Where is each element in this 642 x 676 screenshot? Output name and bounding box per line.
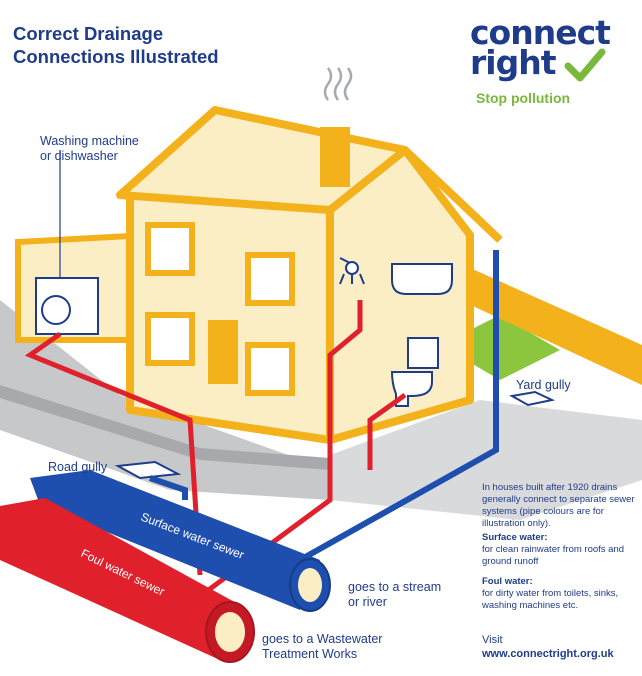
shower-icon <box>339 257 365 285</box>
stream-label-line-2: or river <box>348 595 387 609</box>
road-surface <box>0 300 330 500</box>
notes-surface-water: Surface water: for clean rainwater from … <box>482 532 642 568</box>
surface-water-text: for clean rainwater from roofs and groun… <box>482 544 625 567</box>
washing-machine-label-line-2: or dishwasher <box>40 149 118 163</box>
yard-gully-label: Yard gully <box>516 378 571 392</box>
page-title: Correct Drainage Connections Illustrated <box>13 22 313 68</box>
foul-water-text: for dirty water from toilets, sinks, was… <box>482 588 619 611</box>
notes-foul-water: Foul water: for dirty water from toilets… <box>482 576 642 612</box>
road-gully-label: Road gully <box>48 460 108 474</box>
window <box>245 252 295 306</box>
smoke-icon <box>323 67 353 101</box>
bath-icon <box>391 263 453 295</box>
wastewater-label-line-2: Treatment Works <box>262 647 358 661</box>
logo-word-connect: connect <box>470 13 611 52</box>
surface-pipe-road-gully <box>149 475 188 500</box>
surface-pipe-downpipe <box>298 420 499 563</box>
logo-tagline: Stop pollution <box>476 90 571 106</box>
window <box>145 312 195 366</box>
visit-block: Visit www.connectright.org.uk <box>482 633 614 661</box>
roof-eave <box>402 147 503 243</box>
foul-pipe-bathroom <box>166 300 363 623</box>
surface-water-sewer-pipe <box>30 470 320 610</box>
foul-water-heading: Foul water: <box>482 576 533 587</box>
title-line-1: Correct Drainage <box>13 23 164 44</box>
chimney <box>320 127 350 187</box>
window <box>245 342 295 396</box>
notes-intro: In houses built after 1920 drains genera… <box>482 482 635 529</box>
road-gully-grate <box>114 460 182 480</box>
logo-word-right: right <box>470 43 556 82</box>
front-door <box>208 320 238 384</box>
stream-label-line-1: goes to a stream <box>348 580 442 594</box>
foul-water-sewer-pipe <box>0 498 240 660</box>
stream-destination-label: goes to a stream or river <box>348 580 441 610</box>
foul-pipe-toilet <box>367 392 407 470</box>
washing-machine-label: Washing machine or dishwasher <box>40 134 139 164</box>
window <box>145 222 195 276</box>
washing-machine-label-line-1: Washing machine <box>40 134 139 148</box>
yard-gully-grate <box>509 390 556 407</box>
wastewater-label-line-1: goes to a Wastewater <box>262 632 383 646</box>
garden-fence <box>430 250 642 385</box>
visit-label: Visit <box>482 634 503 646</box>
road-kerb <box>0 385 330 470</box>
foul-pipe-washing-machine <box>24 331 203 576</box>
toilet-cistern-icon <box>407 337 439 369</box>
website-link[interactable]: www.connectright.org.uk <box>482 648 614 660</box>
yard-surface <box>330 400 642 520</box>
check-mark-icon <box>564 48 606 82</box>
title-line-2: Connections Illustrated <box>13 46 219 67</box>
wastewater-destination-label: goes to a Wastewater Treatment Works <box>262 632 382 662</box>
surface-water-heading: Surface water: <box>482 532 548 543</box>
